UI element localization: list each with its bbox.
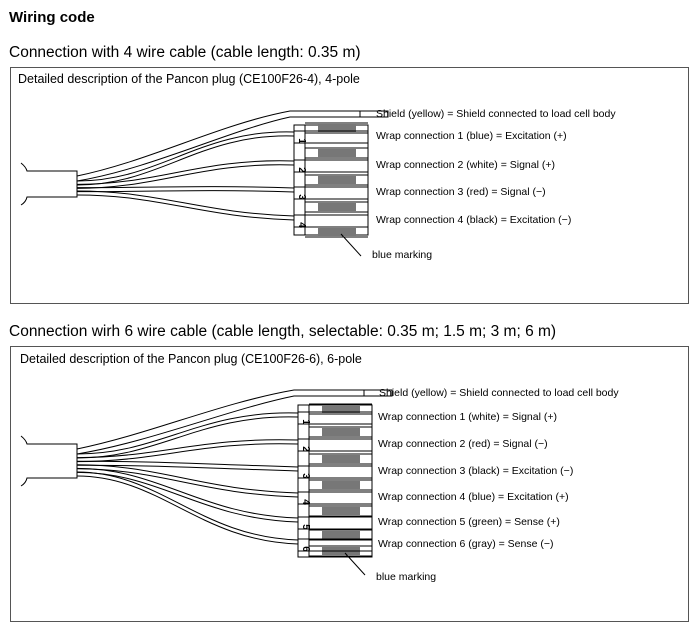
- pin-number: 4: [300, 499, 311, 505]
- pin-number-cell: [293, 130, 306, 144]
- contact-pad: [322, 481, 360, 489]
- pin-number: 3: [296, 194, 307, 200]
- contact-pad: [322, 531, 360, 539]
- wire: [76, 471, 299, 541]
- pin-number: 1: [296, 138, 307, 144]
- pin-label-5: Wrap connection 5 (green) = Sense (+): [378, 516, 560, 528]
- diagram-box-6-wire: [10, 346, 689, 622]
- contact-pad: [318, 203, 356, 211]
- shield-wire: [76, 395, 364, 455]
- contact-pad: [322, 428, 360, 436]
- pin-label-1: Wrap connection 1 (blue) = Excitation (+…: [376, 130, 567, 142]
- wire: [76, 190, 295, 217]
- pin-number: 4: [296, 222, 307, 228]
- wire: [76, 464, 299, 472]
- blue-marking-label: blue marking: [372, 249, 433, 261]
- pin-number-cell: [297, 491, 310, 505]
- section1-box-title: Detailed description of the Pancon plug …: [18, 72, 360, 86]
- wire: [76, 194, 295, 221]
- pin-number-cell: [297, 438, 310, 452]
- shield-wire: [76, 389, 364, 450]
- wire: [76, 475, 299, 545]
- wire: [76, 468, 299, 498]
- wire: [76, 412, 299, 455]
- pin-number-cell: [293, 214, 306, 228]
- contact-pad: [318, 176, 356, 184]
- pin-number-cell: [293, 159, 306, 173]
- pin-number: 5: [300, 524, 311, 530]
- shield-tube: [363, 389, 393, 397]
- pin-number: 6: [300, 546, 311, 552]
- contact-pad: [318, 149, 356, 157]
- section2-heading: Connection wirh 6 wire cable (cable leng…: [9, 323, 557, 340]
- wire: [76, 443, 299, 463]
- shield-wire: [76, 116, 360, 182]
- marking-pointer: [344, 552, 366, 576]
- pin-number: 1: [300, 419, 311, 425]
- wire: [76, 464, 299, 494]
- pin-label-1: Wrap connection 1 (white) = Signal (+): [378, 411, 557, 423]
- shield-label: Shield (yellow) = Shield connected to lo…: [379, 387, 619, 399]
- wire: [76, 186, 295, 189]
- marking-pointer: [340, 233, 362, 257]
- page-title: Wiring code: [9, 9, 95, 26]
- pin-label-3: Wrap connection 3 (black) = Excitation (…: [378, 465, 574, 477]
- wire: [76, 416, 299, 459]
- wire: [76, 439, 299, 459]
- contact-pad: [318, 228, 356, 236]
- blue-marking-label: blue marking: [376, 571, 437, 583]
- pin-label-3: Wrap connection 3 (red) = Signal (−): [376, 186, 546, 198]
- pin-label-4: Wrap connection 4 (blue) = Excitation (+…: [378, 491, 569, 503]
- pin-label-6: Wrap connection 6 (gray) = Sense (−): [378, 538, 554, 550]
- cable-jacket: [20, 435, 78, 487]
- wire: [76, 160, 295, 185]
- pin-number: 3: [300, 473, 311, 479]
- pin-number: 2: [296, 167, 307, 173]
- shield-tube: [359, 110, 389, 118]
- contact-pad: [322, 455, 360, 463]
- pin-number-cell: [297, 465, 310, 479]
- wire: [76, 460, 299, 468]
- diagram-box-4-wire: [10, 67, 689, 304]
- pin-number-cell: [297, 516, 310, 530]
- section2-box-title: Detailed description of the Pancon plug …: [20, 352, 362, 366]
- pin-label-4: Wrap connection 4 (black) = Excitation (…: [376, 214, 572, 226]
- pin-number: 2: [300, 446, 311, 452]
- pin-label-2: Wrap connection 2 (white) = Signal (+): [376, 159, 555, 171]
- pin-label-2: Wrap connection 2 (red) = Signal (−): [378, 438, 548, 450]
- shield-wire: [76, 110, 360, 177]
- contact-pad: [318, 124, 356, 132]
- pin-number-cell: [293, 186, 306, 200]
- pin-number-cell: [297, 538, 310, 552]
- wire: [76, 467, 299, 519]
- section1-heading: Connection with 4 wire cable (cable leng…: [9, 44, 361, 61]
- shield-label: Shield (yellow) = Shield connected to lo…: [376, 108, 616, 120]
- contact-pad: [322, 507, 360, 515]
- wire: [76, 131, 295, 182]
- pin-number-cell: [297, 411, 310, 425]
- contact-pad: [322, 405, 360, 413]
